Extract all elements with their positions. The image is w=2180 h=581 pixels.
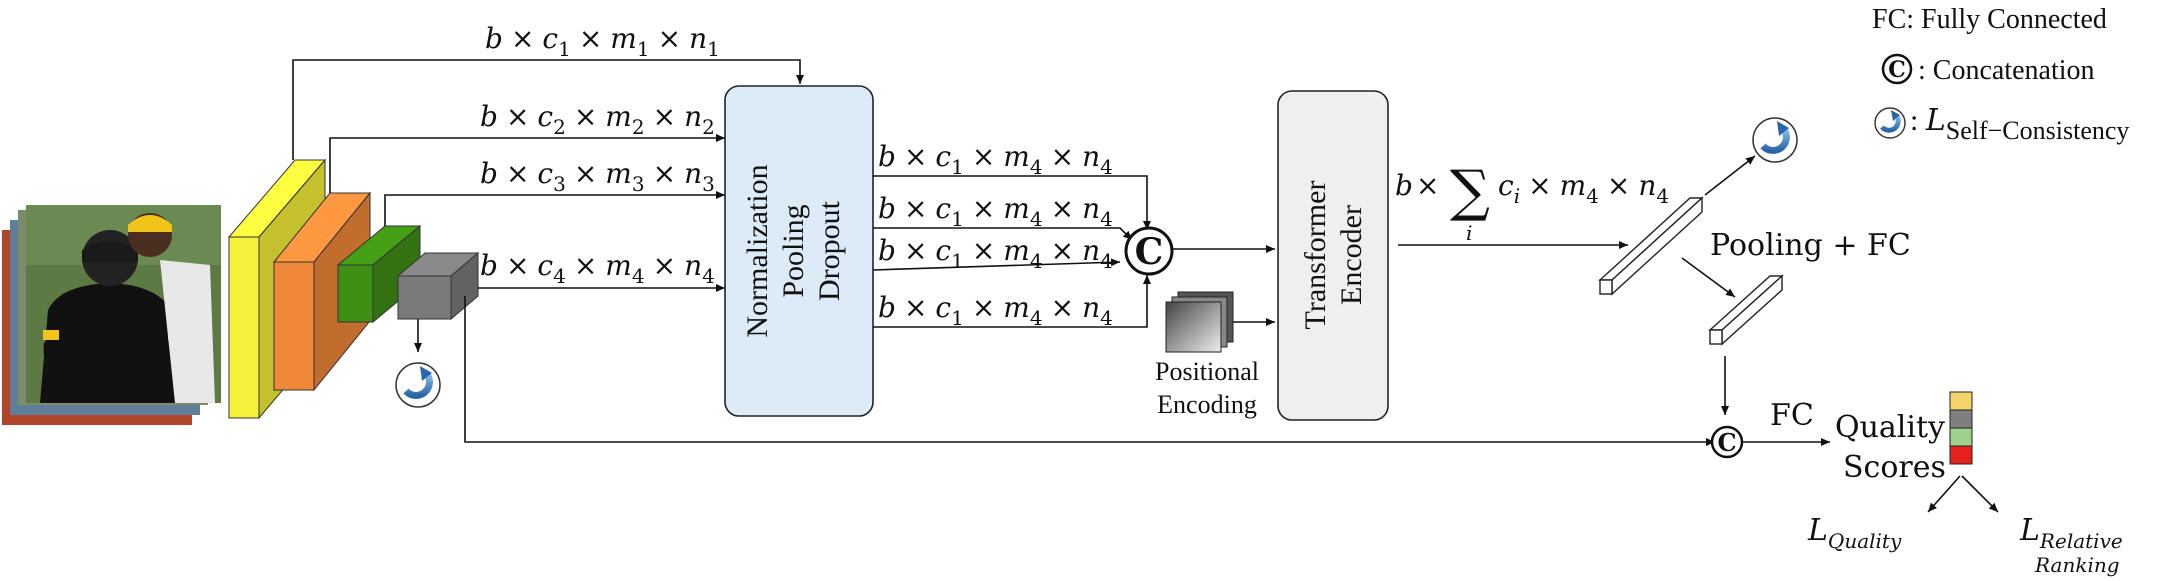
svg-text:ci×m4×n4: ci×m4×n4: [1498, 169, 1669, 208]
skip-connections: [292, 59, 1715, 446]
legend-concat-icon: C: [1881, 53, 1913, 85]
svg-text:b×c2×m2×n2: b×c2×m2×n2: [480, 100, 715, 139]
legend-self-consistency-icon: [1874, 107, 1906, 139]
jersey-number: 28: [38, 326, 147, 417]
svg-text:C: C: [1717, 428, 1736, 457]
svg-text:b×c3×m3×n3: b×c3×m3×n3: [480, 157, 715, 196]
norm-outputs: [872, 175, 1151, 328]
svg-text:LRelative: LRelative: [2019, 513, 2123, 553]
legend-self-consistency: : LSelf−Consistency: [1910, 103, 2129, 145]
loss-ranking-label: LRelative Ranking: [2019, 513, 2123, 577]
arrow-loss-quality: [1927, 475, 1961, 513]
dim-label-4: b×c4×m4×n4: [480, 249, 715, 288]
svg-text:×: ×: [1416, 169, 1439, 202]
sum-dim-label: b × ∑ i ci×m4×n4: [1395, 159, 1669, 245]
svg-text:Pooling: Pooling: [777, 204, 810, 297]
svg-text:i: i: [1466, 221, 1472, 245]
svg-text:Encoder: Encoder: [1335, 205, 1368, 305]
svg-text:∑: ∑: [1450, 159, 1490, 224]
self-consistency-icon: [395, 362, 441, 408]
svg-text:b×c1×m1×n1: b×c1×m1×n1: [485, 22, 720, 61]
quality-label-1: Quality: [1835, 410, 1945, 445]
concat-symbol-2: C: [1710, 425, 1744, 459]
pooled-vector: [1708, 274, 1784, 346]
arrow-to-self-consistency-2: [1704, 155, 1756, 196]
legend-concat: : Concatenation: [1918, 55, 2095, 86]
fc-label: FC: [1770, 398, 1814, 433]
svg-text:b×c1×m4×n4: b×c1×m4×n4: [878, 291, 1113, 330]
svg-text:C: C: [1135, 231, 1164, 273]
svg-text:b×c1×m4×n4: b×c1×m4×n4: [878, 234, 1113, 273]
svg-text:b×c1×m4×n4: b×c1×m4×n4: [878, 140, 1113, 179]
dim-label-3: b×c3×m3×n3: [480, 157, 715, 196]
positional-encoding-icon: [1165, 291, 1234, 353]
arrow-loss-ranking: [1961, 475, 1999, 513]
cnn-block-4: [396, 251, 480, 321]
quality-score-stack: [1949, 391, 1973, 465]
svg-text:LQuality: LQuality: [1807, 513, 1902, 553]
loss-quality-label: LQuality: [1807, 513, 1902, 553]
svg-text:Dropout: Dropout: [813, 200, 846, 301]
svg-text:b×c1×m4×n4: b×c1×m4×n4: [878, 192, 1113, 231]
legend-fc: FC: Fully Connected: [1872, 4, 2107, 35]
svg-text:C: C: [1888, 57, 1906, 83]
quality-label-2: Scores: [1843, 450, 1946, 485]
out-dim-labels: b×c1×m4×n4 b×c1×m4×n4 b×c1×m4×n4 b×c1×m4…: [878, 140, 1113, 330]
concat-symbol-1: C: [1124, 226, 1174, 276]
input-video-frames: HOPE 28: [2, 205, 221, 425]
svg-text:Ranking: Ranking: [2034, 553, 2120, 577]
svg-text:Normalization: Normalization: [741, 164, 774, 337]
pooling-fc-label: Pooling + FC: [1710, 228, 1911, 263]
svg-text:b×c4×m4×n4: b×c4×m4×n4: [480, 249, 715, 288]
positional-label-2: Encoding: [1157, 390, 1257, 419]
svg-text:Transformer: Transformer: [1299, 181, 1332, 330]
arrow-pooling-fc: [1681, 257, 1736, 298]
feature-vector: [1598, 196, 1704, 296]
self-consistency-icon-2: [1752, 117, 1798, 163]
svg-text:b: b: [1395, 169, 1413, 202]
legend: FC: Fully Connected C : Concatenation : …: [1872, 4, 2129, 145]
transformer-encoder-box: Transformer Encoder: [1277, 90, 1389, 421]
positional-label-1: Positional: [1155, 357, 1259, 386]
jersey-name: HOPE: [62, 289, 129, 313]
dim-label-2: b×c2×m2×n2: [480, 100, 715, 139]
dim-label-1: b×c1×m1×n1: [485, 22, 720, 61]
norm-pool-dropout-box: Normalization Pooling Dropout: [724, 85, 874, 417]
